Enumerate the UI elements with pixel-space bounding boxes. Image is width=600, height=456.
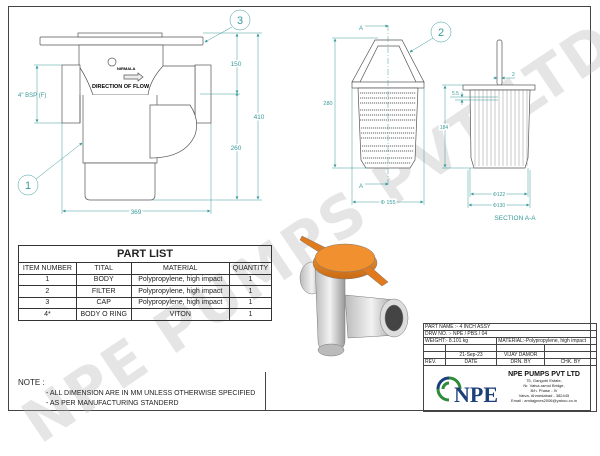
bottom-bowl bbox=[84, 162, 156, 201]
balloon-3: 3 bbox=[237, 15, 243, 27]
col-item-number: ITEM NUMBER bbox=[18, 262, 77, 275]
cell: 2 bbox=[18, 285, 77, 298]
cell: FILTER bbox=[75, 285, 132, 298]
body-logo-text: NIRMALA bbox=[117, 66, 136, 71]
company-block: NPE NPE PUMPS PVT LTD 75, Gangotri Estat… bbox=[423, 365, 597, 412]
material: MATERIAL:-Polypropylene, high impact bbox=[496, 337, 597, 345]
dim-410: 410 bbox=[254, 114, 265, 121]
balloon-2: 2 bbox=[438, 27, 444, 39]
section-handle bbox=[496, 39, 503, 86]
cell: 1 bbox=[228, 296, 273, 309]
dim-2: 2 bbox=[512, 72, 515, 78]
brand-logo-icon bbox=[107, 57, 117, 67]
npe-logo: NPE bbox=[434, 372, 498, 408]
section-title: SECTION A-A bbox=[494, 215, 536, 222]
cell: 1 bbox=[228, 308, 273, 321]
address-line: 75, Gangotri Estate, bbox=[526, 378, 562, 383]
dim-150: 150 bbox=[231, 61, 242, 68]
table-header-row: ITEM NUMBER TITAL MATERIAL QUANTITY bbox=[18, 262, 273, 275]
signal-logo-icon bbox=[436, 376, 462, 402]
flow-arrow-icon bbox=[123, 72, 144, 82]
cell: BODY O RING bbox=[75, 308, 132, 321]
notes-box bbox=[8, 372, 266, 411]
weight: WEIGHT:- 8.101 kg bbox=[422, 337, 498, 345]
flow-label: DIRECTION OF FLOW bbox=[92, 84, 150, 90]
company-email: Email : amitajpnes2006@yahoo.co.in bbox=[510, 398, 578, 403]
cell: 1 bbox=[228, 285, 273, 298]
cell: 4* bbox=[18, 308, 77, 321]
address-line: B/h. Phase - IV bbox=[530, 388, 558, 393]
cell: CAP bbox=[75, 296, 132, 309]
dim-dia-122: Φ122 bbox=[493, 192, 506, 198]
cell: Polypropylene, high impact bbox=[130, 285, 230, 298]
address-line: Vatva, Ahmedabad - 382445 bbox=[518, 393, 570, 398]
dim-260: 260 bbox=[231, 145, 242, 152]
section-marker-top: A bbox=[359, 26, 363, 32]
iso-render bbox=[299, 235, 409, 357]
logo-text: NPE bbox=[454, 382, 498, 407]
section-marker-bottom: A bbox=[359, 184, 363, 190]
notes: NOTE : - ALL DIMENSION ARE IN MM UNLESS … bbox=[18, 378, 255, 407]
address-line: Nr. Vatva-ramol Bridge, bbox=[523, 383, 565, 388]
dim-184: 184 bbox=[440, 125, 449, 131]
drawn-by-value: VIJAY DAMOR bbox=[496, 351, 546, 359]
outlet-elbow bbox=[149, 104, 197, 159]
drawing-frame bbox=[8, 6, 591, 411]
cell: 1 bbox=[228, 273, 273, 286]
front-dimensions bbox=[17, 9, 262, 214]
cell: Polypropylene, high impact bbox=[130, 296, 230, 309]
section-rim bbox=[462, 84, 536, 91]
front-view bbox=[39, 32, 212, 201]
filter-dimensions bbox=[332, 21, 452, 205]
company-name: NPE PUMPS PVT LTD bbox=[508, 371, 580, 378]
cell: 3 bbox=[18, 296, 77, 309]
cell: VITON bbox=[130, 308, 230, 321]
dim-369: 369 bbox=[131, 209, 142, 216]
note-line: - ALL DIMENSION ARE IN MM UNLESS OTHERWI… bbox=[46, 390, 256, 397]
cell: BODY bbox=[75, 273, 132, 286]
dim-dia-130: Φ130 bbox=[493, 203, 506, 209]
dim-5-5: 5.5 bbox=[452, 91, 459, 97]
section-view bbox=[462, 39, 536, 169]
col-material: MATERIAL bbox=[130, 262, 230, 275]
col-quantity: QUANTITY bbox=[228, 262, 273, 275]
cell: Polypropylene, high impact bbox=[130, 273, 230, 286]
section-dimensions bbox=[442, 76, 531, 208]
dim-280: 280 bbox=[323, 101, 332, 107]
part-list-table: PART LIST ITEM NUMBER TITAL MATERIAL QUA… bbox=[18, 245, 273, 321]
cap-top bbox=[77, 32, 163, 38]
inlet-port bbox=[61, 64, 81, 124]
drawing-canvas: NIRMALA DIRECTION OF FLOW 3 1 150 260 41… bbox=[17, 9, 536, 357]
drawing-number: DRW NO. :- NPE / PBS / 04 bbox=[423, 330, 597, 338]
col-title: TITAL bbox=[75, 262, 132, 275]
dim-dia-155: Φ 155 bbox=[380, 200, 395, 206]
part-name: PART NAME :- 4 INCH ASSY bbox=[423, 323, 597, 331]
date-value: 21-Sep-23 bbox=[444, 351, 498, 359]
balloon-1: 1 bbox=[25, 180, 31, 192]
title-block: PART NAME :- 4 INCH ASSY DRW NO. :- NPE … bbox=[422, 323, 597, 366]
note-line: - AS PER MANUFACTURING STANDERD bbox=[46, 400, 179, 407]
cell: 1 bbox=[18, 273, 77, 286]
dim-port: 4" BSP (F) bbox=[18, 93, 46, 99]
cap-flange bbox=[39, 36, 204, 46]
notes-title: NOTE : bbox=[18, 378, 45, 387]
part-list-title: PART LIST bbox=[18, 245, 272, 263]
